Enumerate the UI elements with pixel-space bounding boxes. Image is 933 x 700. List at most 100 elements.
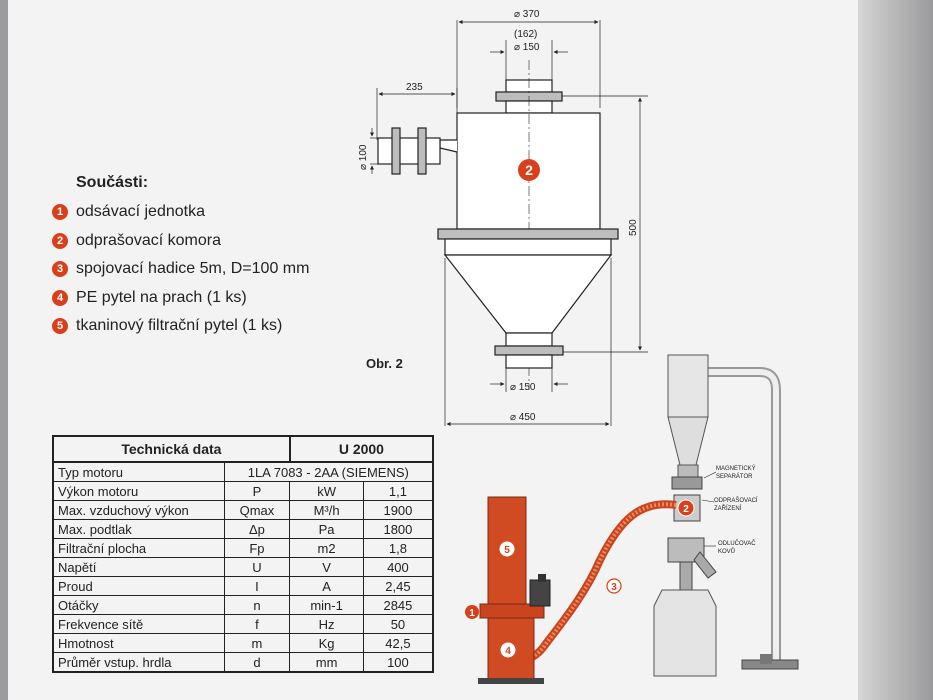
param-symbol: n bbox=[223, 595, 291, 615]
table-row: Napětí U V 400 bbox=[51, 557, 434, 577]
chamber-badge-number: 2 bbox=[525, 162, 533, 178]
table-row: Otáčky n min-1 2845 bbox=[51, 595, 434, 615]
dim-bottom-outlet: ⌀ 150 bbox=[510, 382, 536, 393]
param-name: Typ motoru bbox=[51, 461, 225, 482]
dim-top-width: ⌀ 370 bbox=[514, 9, 540, 20]
label-dust-2: ZAŘÍZENÍ bbox=[714, 504, 742, 512]
param-unit: m2 bbox=[289, 538, 364, 558]
param-symbol: Qmax bbox=[223, 500, 291, 520]
label-chip-1: ODLUČOVAČ bbox=[718, 540, 756, 547]
label-chip-2: KOVŮ bbox=[718, 548, 735, 555]
param-unit: kW bbox=[289, 481, 364, 501]
tech-data-table: Technická data U 2000 Typ motoru 1LA 708… bbox=[51, 435, 435, 673]
dim-bottom-width: ⌀ 450 bbox=[510, 412, 536, 423]
param-symbol: m bbox=[223, 633, 291, 653]
list-item: 1 odsávací jednotka bbox=[52, 198, 372, 227]
param-unit: min-1 bbox=[289, 595, 364, 615]
table-row: Max. podtlak Δp Pa 1800 bbox=[51, 519, 434, 539]
monitor-bezel-left bbox=[0, 0, 8, 700]
table-header-row: Technická data U 2000 bbox=[52, 435, 435, 463]
table-row: Hmotnost m Kg 42,5 bbox=[51, 633, 434, 653]
list-item: 4 PE pytel na prach (1 ks) bbox=[52, 284, 372, 313]
part-number-badge: 5 bbox=[52, 318, 68, 335]
table-row: Proud I A 2,45 bbox=[51, 576, 434, 596]
param-name: Frekvence sítě bbox=[51, 614, 225, 634]
parts-list: Součásti: 1 odsávací jednotka 2 odprašov… bbox=[52, 174, 372, 341]
table-row: Max. vzduchový výkon Qmax M³/h 1900 bbox=[51, 500, 434, 520]
param-value: 2845 bbox=[362, 595, 434, 615]
figure-caption: Obr. 2 bbox=[366, 356, 403, 371]
part-label: odprašovací komora bbox=[76, 231, 221, 249]
param-name: Filtrační plocha bbox=[51, 538, 225, 558]
param-value: 2,45 bbox=[362, 576, 434, 596]
part-number-badge: 3 bbox=[52, 261, 68, 278]
table-row: Průměr vstup. hrdla d mm 100 bbox=[51, 652, 434, 673]
param-unit: Hz bbox=[289, 614, 364, 634]
part-number-badge: 1 bbox=[52, 204, 68, 221]
chamber-drawing bbox=[369, 19, 648, 427]
param-symbol: Fp bbox=[223, 538, 291, 558]
assembly-badge-2: 2 bbox=[683, 504, 689, 515]
param-value: 1LA 7083 - 2AA (SIEMENS) bbox=[223, 461, 434, 482]
assembly-badge-1: 1 bbox=[469, 608, 475, 619]
label-magnetic-2: SEPARÁTOR bbox=[716, 473, 753, 480]
assembly-badge-4: 4 bbox=[505, 646, 511, 657]
param-name: Max. vzduchový výkon bbox=[51, 500, 225, 520]
dim-inner: (162) bbox=[514, 29, 537, 40]
table-row: Frekvence sítě f Hz 50 bbox=[51, 614, 434, 634]
param-value: 100 bbox=[362, 652, 434, 673]
param-value: 1,8 bbox=[362, 538, 434, 558]
param-symbol: Δp bbox=[223, 519, 291, 539]
table-row: Filtrační plocha Fp m2 1,8 bbox=[51, 538, 434, 558]
assembly-badges: 1 2 3 4 5 bbox=[465, 499, 695, 658]
param-name: Napětí bbox=[51, 557, 225, 577]
list-item: 2 odprašovací komora bbox=[52, 227, 372, 256]
param-value: 1900 bbox=[362, 500, 434, 520]
table-header-title: Technická data bbox=[52, 435, 291, 463]
part-label: spojovací hadice 5m, D=100 mm bbox=[76, 260, 310, 278]
param-value: 1800 bbox=[362, 519, 434, 539]
param-unit: M³/h bbox=[289, 500, 364, 520]
dim-side-offset: 235 bbox=[406, 82, 423, 93]
param-symbol: P bbox=[223, 481, 291, 501]
part-number-badge: 4 bbox=[52, 289, 68, 306]
dim-top-outlet: ⌀ 150 bbox=[514, 42, 540, 53]
param-unit: mm bbox=[289, 652, 364, 673]
part-label: PE pytel na prach (1 ks) bbox=[76, 288, 247, 306]
param-name: Výkon motoru bbox=[51, 481, 225, 501]
param-value: 50 bbox=[362, 614, 434, 634]
monitor-bezel-right bbox=[858, 0, 933, 700]
assembly-labels: MAGNETICKÝ SEPARÁTOR ODPRAŠOVACÍ ZAŘÍZEN… bbox=[701, 465, 758, 555]
param-name: Proud bbox=[51, 576, 225, 596]
label-magnetic-1: MAGNETICKÝ bbox=[716, 465, 756, 472]
dim-height: 500 bbox=[628, 219, 639, 236]
param-name: Hmotnost bbox=[51, 633, 225, 653]
chamber-badge: 2 bbox=[518, 159, 540, 181]
table-row: Typ motoru 1LA 7083 - 2AA (SIEMENS) bbox=[51, 461, 434, 482]
parts-title: Součásti: bbox=[76, 174, 149, 191]
param-name: Max. podtlak bbox=[51, 519, 225, 539]
param-unit: Kg bbox=[289, 633, 364, 653]
param-value: 42,5 bbox=[362, 633, 434, 653]
part-label: tkaninový filtrační pytel (1 ks) bbox=[76, 317, 283, 335]
param-value: 400 bbox=[362, 557, 434, 577]
param-unit: Pa bbox=[289, 519, 364, 539]
assembly-drawing bbox=[478, 354, 799, 684]
table-row: Výkon motoru P kW 1,1 bbox=[51, 481, 434, 501]
param-value: 1,1 bbox=[362, 481, 434, 501]
list-item: 3 spojovací hadice 5m, D=100 mm bbox=[52, 255, 372, 284]
param-name: Otáčky bbox=[51, 595, 225, 615]
assembly-badge-5: 5 bbox=[504, 545, 510, 556]
list-item: 5 tkaninový filtrační pytel (1 ks) bbox=[52, 312, 372, 341]
param-symbol: I bbox=[223, 576, 291, 596]
part-number-badge: 2 bbox=[52, 232, 68, 249]
param-unit: A bbox=[289, 576, 364, 596]
param-symbol: U bbox=[223, 557, 291, 577]
dim-side-diameter: ⌀ 100 bbox=[358, 144, 369, 170]
param-unit: V bbox=[289, 557, 364, 577]
table-header-model: U 2000 bbox=[288, 435, 435, 463]
param-symbol: f bbox=[223, 614, 291, 634]
param-name: Průměr vstup. hrdla bbox=[51, 652, 225, 673]
label-dust-1: ODPRAŠOVACÍ bbox=[714, 497, 758, 504]
